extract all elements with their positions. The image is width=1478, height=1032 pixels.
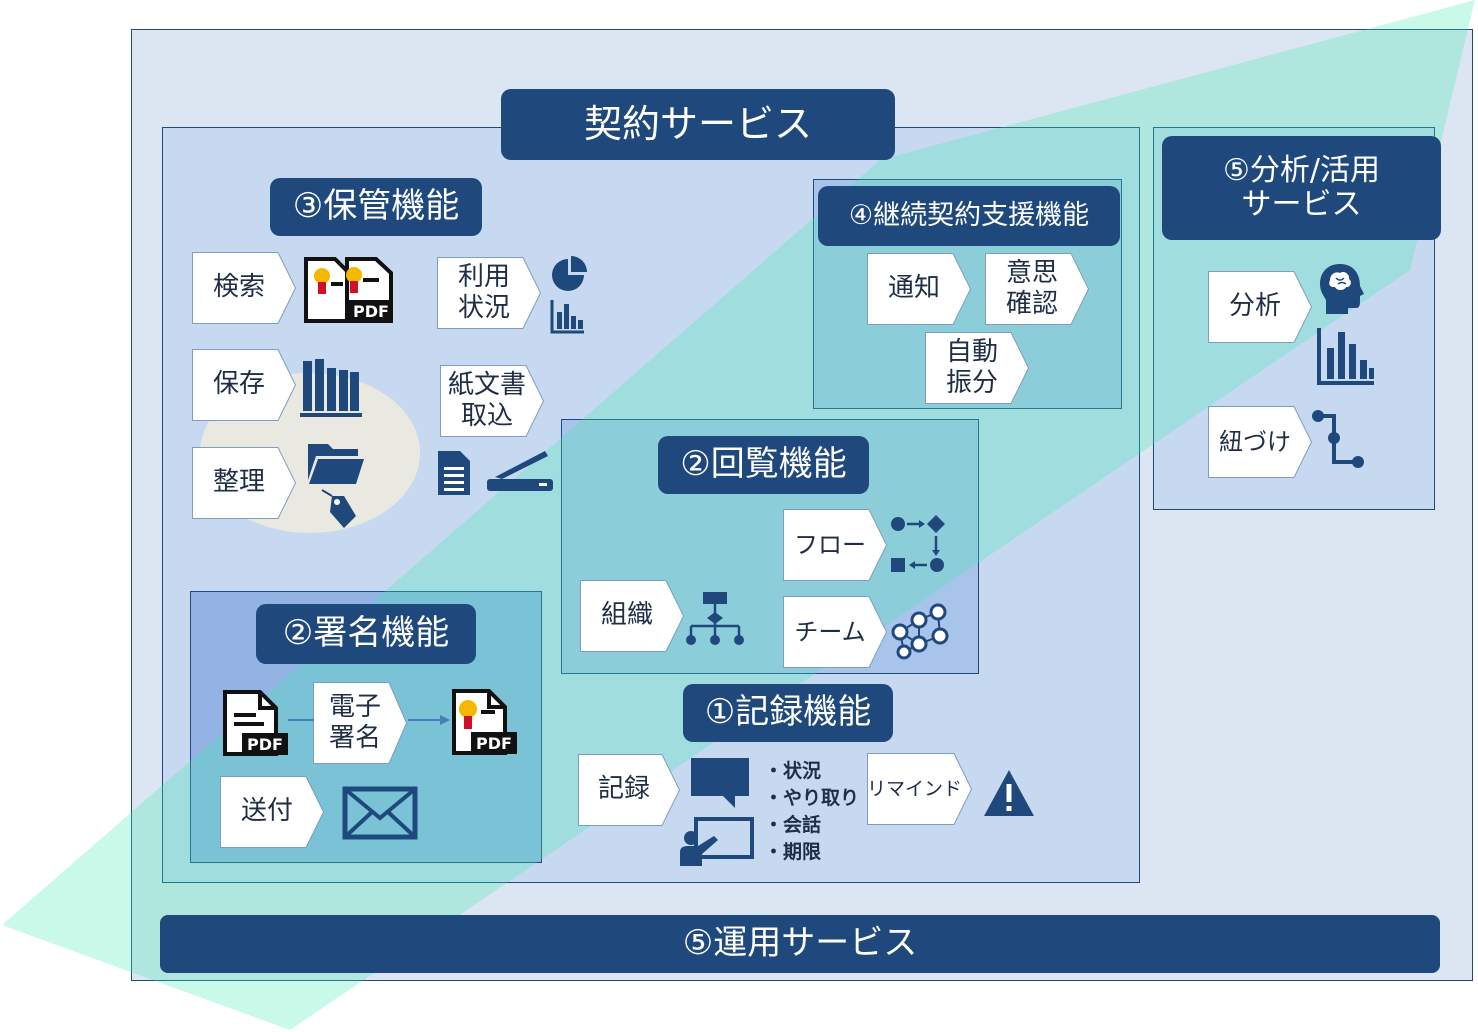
- usage-label-line-2: 状況: [457, 293, 510, 323]
- analyze-label-box: 分析: [1208, 271, 1313, 343]
- link-connector-icon: [1310, 408, 1366, 470]
- record-bullet-list: 状況 やり取り 会話 期限: [764, 758, 859, 866]
- bookshelf-icon: [300, 356, 362, 418]
- warning-icon: [982, 768, 1036, 818]
- flow-diagram-icon: [889, 512, 947, 576]
- flow-label-box: フロー: [783, 509, 888, 581]
- paper-label-line-2: 取込: [460, 401, 513, 431]
- paper-label-line-1: 紙文書: [447, 369, 526, 400]
- org-label-box: 組織: [580, 580, 685, 652]
- notify-label-box: 通知: [867, 253, 972, 325]
- pdf-icon: PDF: [222, 689, 290, 757]
- record-label-box: 記録: [578, 754, 681, 826]
- auto-label-line-2: 振分: [945, 368, 998, 398]
- usage-label-line-1: 利用: [457, 261, 510, 292]
- send-label: 送付: [240, 796, 293, 827]
- save-label-box: 保存: [192, 349, 297, 421]
- presentation-icon: [678, 816, 756, 868]
- team-network-icon: [888, 602, 950, 660]
- notify-label: 通知: [887, 273, 940, 304]
- record-bullet-item: 会話: [764, 812, 859, 839]
- contract-service-title: 契約サービス: [501, 89, 895, 160]
- record-bullet-item: 状況: [764, 758, 859, 785]
- analysis-service-title: ⑤分析/活用 サービス: [1162, 136, 1441, 240]
- flow-label: フロー: [794, 530, 866, 559]
- usage-label-box: 利用状況: [437, 257, 542, 329]
- sign-arrow-connector: [288, 715, 450, 725]
- esign-label-line-1: 電子: [328, 691, 381, 722]
- auto-assign-label-box: 自動振分: [925, 332, 1030, 404]
- analyze-label: 分析: [1228, 291, 1281, 322]
- operation-service-title: ⑤運用サービス: [160, 915, 1440, 973]
- review-title: ②回覧機能: [658, 436, 869, 494]
- auto-label-line-1: 自動: [945, 336, 998, 367]
- link-label: 紐づけ: [1219, 427, 1291, 456]
- document-icon: [436, 449, 472, 497]
- record-title: ①記録機能: [683, 684, 893, 742]
- bar-chart-large-icon: [1316, 326, 1376, 386]
- confirm-label-line-2: 確認: [1005, 289, 1058, 319]
- esign-label-box: 電子署名: [313, 682, 408, 764]
- brain-head-icon: [1318, 262, 1366, 316]
- record-bullet-item: 期限: [764, 839, 859, 866]
- renewal-title: ④継続契約支援機能: [818, 186, 1120, 246]
- svg-text:PDF: PDF: [247, 735, 283, 754]
- speech-bubble-icon: [689, 756, 751, 810]
- svg-text:PDF: PDF: [476, 734, 512, 753]
- record-label: 記録: [597, 774, 650, 805]
- search-label-box: 検索: [192, 252, 297, 324]
- send-label-box: 送付: [220, 776, 325, 848]
- organize-label: 整理: [212, 467, 265, 498]
- storage-title: ③保管機能: [270, 178, 482, 236]
- team-label: チーム: [794, 617, 866, 646]
- org-label: 組織: [600, 600, 653, 631]
- remind-label-box: リマインド: [867, 753, 973, 825]
- confirm-label-line-1: 意思: [1005, 257, 1058, 288]
- team-label-box: チーム: [783, 596, 888, 668]
- paper-import-label-box: 紙文書取込: [440, 365, 545, 437]
- organize-label-box: 整理: [192, 447, 297, 519]
- signed-pdf-icon: PDF: [451, 688, 519, 756]
- envelope-icon: [342, 786, 418, 840]
- confirm-label-box: 意思確認: [985, 253, 1090, 325]
- search-label: 検索: [212, 272, 265, 303]
- link-label-box: 紐づけ: [1208, 406, 1313, 478]
- folder-icon: [306, 440, 366, 486]
- signature-title: ②署名機能: [256, 604, 476, 664]
- esign-label-line-2: 署名: [328, 723, 381, 753]
- svg-text:PDF: PDF: [353, 302, 389, 321]
- tag-icon: [318, 488, 358, 530]
- org-chart-icon: [686, 590, 744, 646]
- pie-chart-icon: [548, 255, 588, 295]
- scanner-icon: [485, 449, 555, 495]
- bar-chart-icon: [550, 298, 586, 334]
- remind-label: リマインド: [867, 777, 963, 800]
- analysis-title-line-1: ⑤分析/活用: [1222, 152, 1380, 188]
- save-label: 保存: [212, 369, 265, 400]
- pdf-certificate-icon: PDF: [303, 256, 395, 324]
- analysis-title-line-2: サービス: [1241, 187, 1362, 222]
- record-bullet-item: やり取り: [764, 785, 859, 812]
